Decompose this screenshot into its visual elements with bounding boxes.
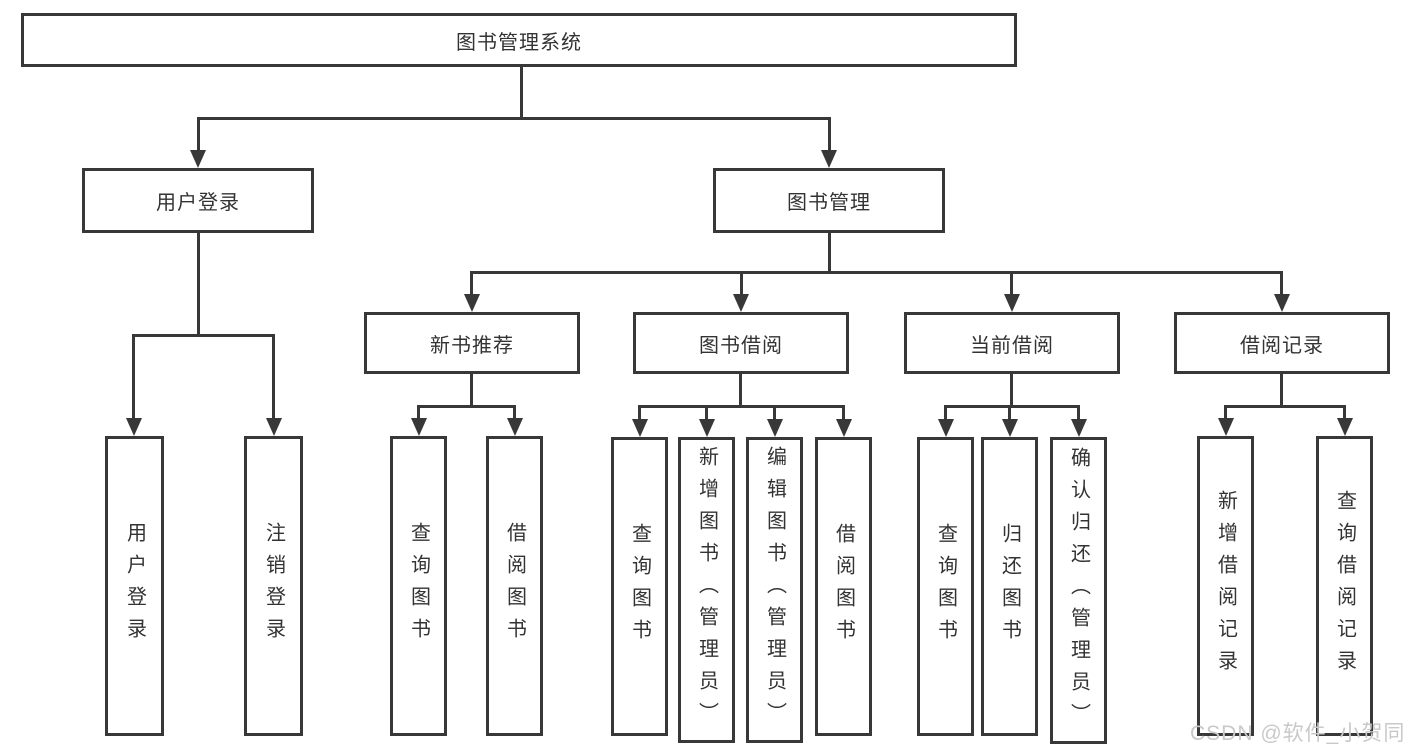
connector-drop-leaf — [1077, 405, 1080, 422]
node-label: 新书推荐 — [430, 334, 514, 357]
arrowhead-down-icon — [1004, 294, 1020, 312]
node-book-management: 图书管理 — [713, 168, 945, 233]
node-book-borrow: 图书借阅 — [633, 312, 849, 374]
leaf-user-login: 用户登录 — [105, 436, 164, 736]
arrowhead-down-icon — [1274, 294, 1290, 312]
arrowhead-down-icon — [821, 150, 837, 168]
arrowhead-down-icon — [1002, 419, 1018, 437]
connector-currentborrow-bus — [944, 405, 1080, 408]
node-label: 借阅图书 — [503, 522, 526, 650]
connector-drop-user-login — [197, 117, 200, 153]
node-label: 注销登录 — [262, 522, 285, 650]
node-label: 借阅记录 — [1240, 334, 1324, 357]
node-label: 归还图书 — [998, 522, 1021, 651]
leaf-borrow-books-1: 借阅图书 — [486, 436, 543, 736]
node-label: 图书管理 — [787, 192, 871, 214]
node-label: 查询图书 — [934, 522, 957, 651]
connector-drop-leaf — [638, 405, 641, 422]
connector-records-stem — [1280, 374, 1283, 408]
connector-drop-level3 — [470, 271, 473, 297]
connector-drop-leaf — [132, 334, 135, 419]
leaf-add-borrow-record: 新增借阅记录 — [1197, 436, 1254, 736]
arrowhead-down-icon — [767, 419, 783, 437]
node-label: 查询图书 — [407, 522, 430, 650]
arrowhead-down-icon — [1071, 419, 1087, 437]
connector-userlogin-stem — [197, 233, 200, 337]
connector-drop-level3 — [1010, 271, 1013, 297]
node-current-borrow: 当前借阅 — [904, 312, 1120, 374]
arrowhead-down-icon — [126, 418, 142, 436]
connector-newbook-bus — [417, 405, 516, 408]
node-label: 当前借阅 — [970, 334, 1054, 357]
node-label: 查询借阅记录 — [1333, 490, 1356, 682]
leaf-query-borrow-record: 查询借阅记录 — [1316, 436, 1373, 736]
arrowhead-down-icon — [464, 294, 480, 312]
connector-drop-leaf — [513, 405, 516, 421]
connector-userlogin-bus — [132, 334, 275, 337]
connector-root-stem — [520, 66, 523, 120]
leaf-query-books-1: 查询图书 — [390, 436, 447, 736]
arrowhead-down-icon — [1218, 418, 1234, 436]
connector-drop-leaf — [417, 405, 420, 421]
connector-drop-leaf — [1343, 405, 1346, 421]
arrowhead-down-icon — [266, 418, 282, 436]
connector-drop-leaf — [842, 405, 845, 422]
leaf-edit-books-admin: 编辑图书（管理员） — [746, 437, 803, 743]
arrowhead-down-icon — [836, 419, 852, 437]
arrowhead-down-icon — [733, 294, 749, 312]
connector-drop-book-management — [828, 117, 831, 153]
node-label: 查询图书 — [628, 522, 651, 651]
arrowhead-down-icon — [190, 150, 206, 168]
arrowhead-down-icon — [938, 419, 954, 437]
arrowhead-down-icon — [699, 419, 715, 437]
connector-bookborrow-bus — [638, 405, 845, 408]
leaf-query-books-3: 查询图书 — [917, 437, 974, 736]
node-label: 新增图书（管理员） — [695, 446, 718, 734]
node-new-book-recommend: 新书推荐 — [364, 312, 580, 374]
node-label: 确认归还（管理员） — [1067, 446, 1090, 735]
arrowhead-down-icon — [1337, 418, 1353, 436]
connector-newbook-stem — [470, 374, 473, 408]
arrowhead-down-icon — [632, 419, 648, 437]
connector-drop-leaf — [1008, 405, 1011, 422]
connector-drop-leaf — [1224, 405, 1227, 421]
connector-drop-level3 — [1280, 271, 1283, 297]
connector-drop-level3 — [740, 271, 743, 297]
node-root: 图书管理系统 — [21, 13, 1017, 67]
arrowhead-down-icon — [507, 418, 523, 436]
connector-drop-leaf — [944, 405, 947, 422]
leaf-logout: 注销登录 — [244, 436, 303, 736]
leaf-add-books-admin: 新增图书（管理员） — [678, 437, 735, 743]
connector-currentborrow-stem — [1010, 374, 1013, 408]
node-label: 编辑图书（管理员） — [763, 446, 786, 734]
node-label: 图书借阅 — [699, 334, 783, 357]
leaf-return-books: 归还图书 — [981, 437, 1038, 736]
connector-bookmgmt-stem — [828, 233, 831, 274]
leaf-query-books-2: 查询图书 — [611, 437, 668, 736]
connector-bookmgmt-bus — [470, 271, 1283, 274]
node-label: 图书管理系统 — [456, 31, 582, 54]
connector-records-bus — [1224, 405, 1346, 408]
node-label: 新增借阅记录 — [1214, 490, 1237, 682]
node-label: 用户登录 — [123, 522, 146, 650]
leaf-confirm-return-admin: 确认归还（管理员） — [1050, 437, 1107, 744]
connector-drop-leaf — [773, 405, 776, 422]
node-label: 借阅图书 — [832, 522, 855, 651]
node-borrow-records: 借阅记录 — [1174, 312, 1390, 374]
node-user-login: 用户登录 — [82, 168, 314, 233]
connector-root-bus — [197, 117, 831, 120]
node-label: 用户登录 — [156, 192, 240, 214]
arrowhead-down-icon — [411, 418, 427, 436]
csdn-watermark: CSDN @软件_小贺同学 — [1190, 722, 1405, 745]
connector-drop-leaf — [705, 405, 708, 422]
connector-bookborrow-stem — [739, 374, 742, 408]
leaf-borrow-books-2: 借阅图书 — [815, 437, 872, 736]
connector-drop-leaf — [272, 334, 275, 419]
